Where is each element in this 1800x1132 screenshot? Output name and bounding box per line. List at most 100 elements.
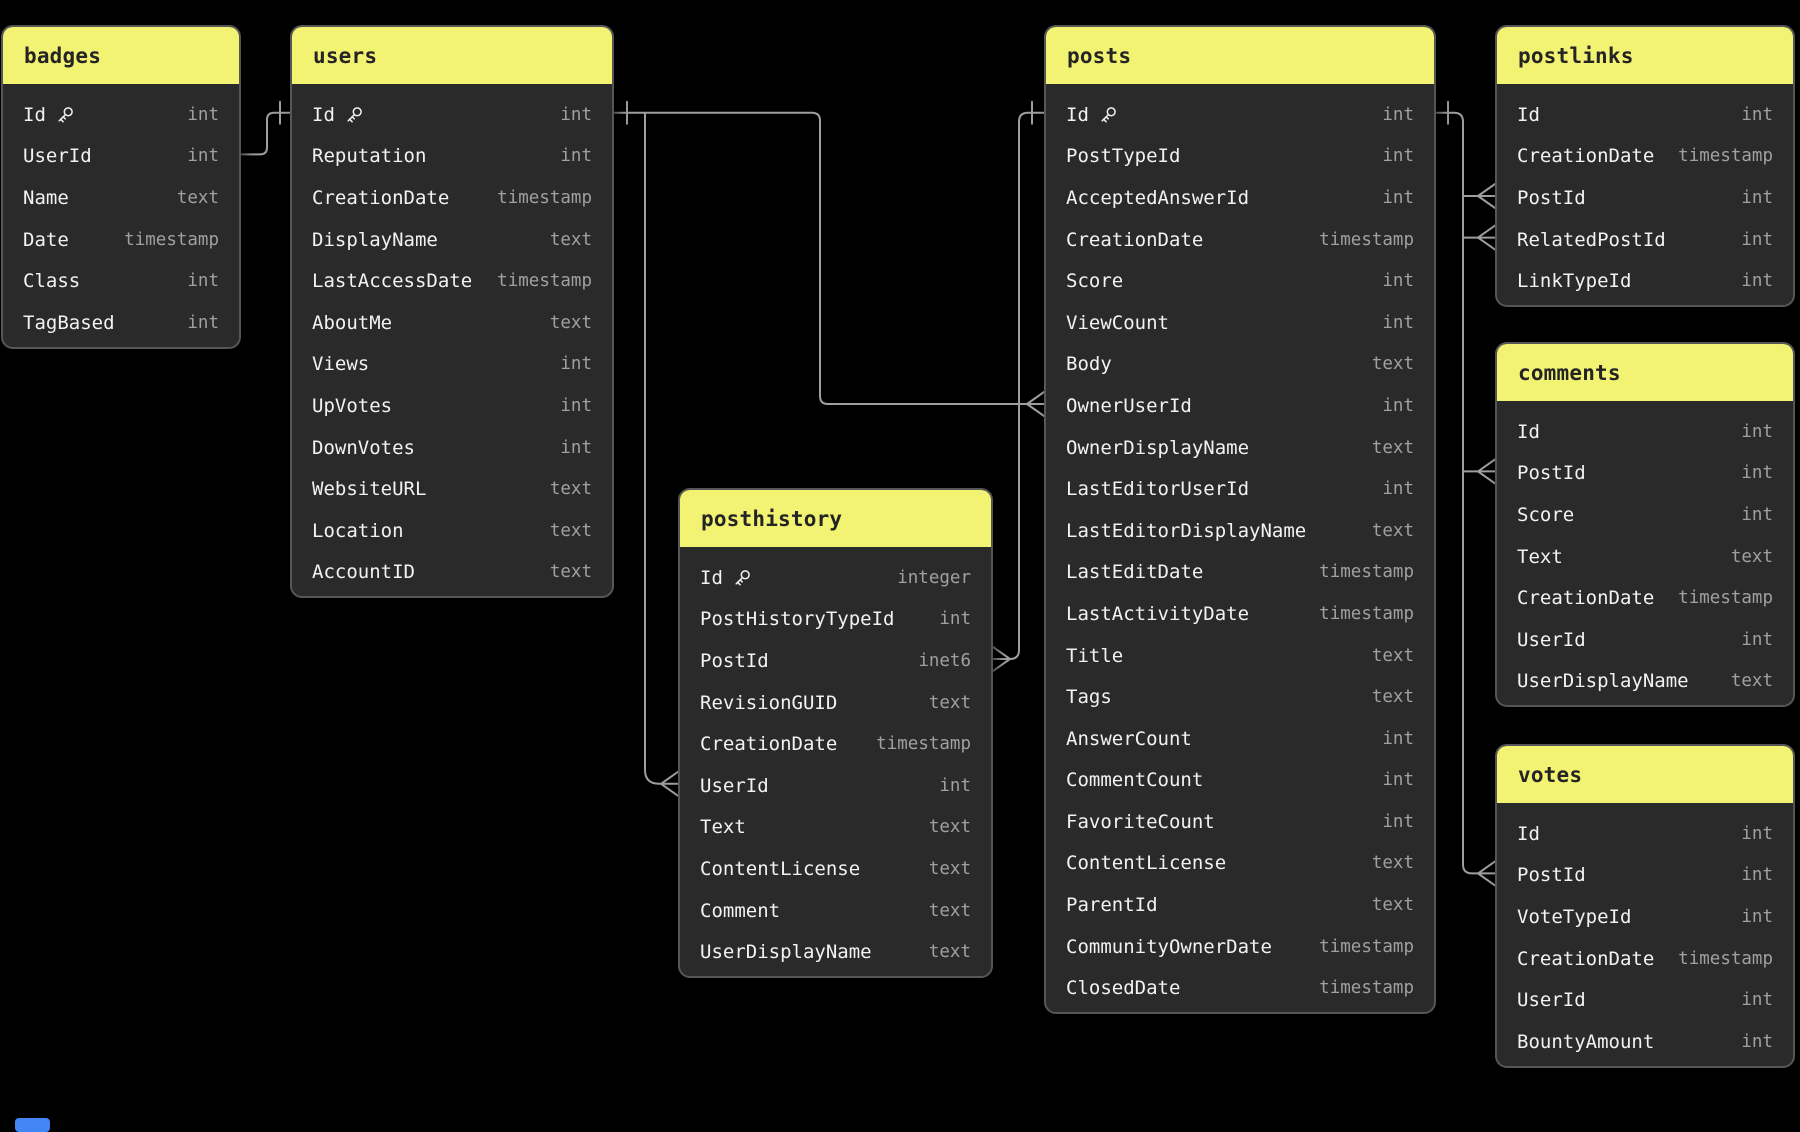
field-name: UserDisplayName bbox=[700, 941, 872, 964]
table-header-postlinks[interactable]: postlinks bbox=[1497, 27, 1793, 84]
field-type: int bbox=[1382, 312, 1414, 333]
field-type: int bbox=[1741, 463, 1773, 484]
field-type: int bbox=[560, 146, 592, 167]
relationship-badges_userid_users_id[interactable] bbox=[240, 100, 291, 156]
table-header-votes[interactable]: votes bbox=[1497, 746, 1793, 803]
relationship-posts_id_posthistory_postid[interactable] bbox=[992, 100, 1045, 672]
relationship-users_id_posthistory_userid[interactable] bbox=[644, 111, 679, 797]
field-name: CommunityOwnerDate bbox=[1066, 935, 1272, 958]
field-name: WebsiteURL bbox=[312, 478, 427, 501]
table-header-posthistory[interactable]: posthistory bbox=[680, 490, 991, 547]
bottom-left-partial-button[interactable] bbox=[15, 1118, 50, 1132]
relationship-posts_id_postlinks_relatedpostid[interactable] bbox=[1462, 224, 1496, 251]
field-type: int bbox=[1741, 823, 1773, 844]
relationship-posts_id_votes_postid[interactable] bbox=[1435, 100, 1496, 887]
relationship-posts_id_comments_postid[interactable] bbox=[1462, 458, 1496, 485]
table-header-badges[interactable]: badges bbox=[3, 27, 239, 84]
relationship-posts_id_postlinks_postid[interactable] bbox=[1462, 183, 1496, 209]
table-header-posts[interactable]: posts bbox=[1046, 27, 1434, 84]
table-header-users[interactable]: users bbox=[292, 27, 612, 84]
field-type: int bbox=[187, 146, 219, 167]
relationship-users_id_posts_owneruserid[interactable] bbox=[613, 100, 1045, 417]
table-header-comments[interactable]: comments bbox=[1497, 344, 1793, 401]
